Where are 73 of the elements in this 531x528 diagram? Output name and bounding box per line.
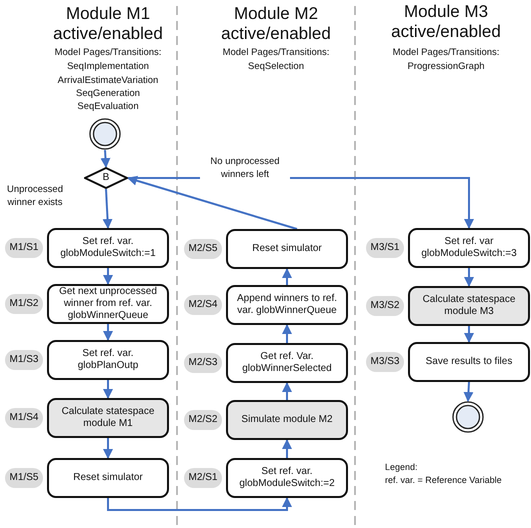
lane-heading: Module M1 active/enabled	[52, 4, 164, 44]
process-box	[47, 340, 169, 380]
step-text: Get ref. Var. globWinnerSelected	[241, 351, 333, 375]
lane-note: ArrivalEstimateVariation	[56, 74, 160, 87]
step-text: Save results to files	[424, 356, 514, 368]
step-text: Set ref. var globModuleSwitch:=3	[420, 236, 518, 260]
terminal-circle	[89, 118, 121, 150]
legend-text: ref. var. = Reference Variable	[385, 474, 502, 487]
legend-text: Legend:	[385, 461, 418, 474]
step-tag: M1/S2	[5, 294, 43, 314]
step-text: Calculate statespace module M3	[422, 294, 516, 318]
lane-note: SeqImplementation	[66, 60, 150, 73]
process-box	[226, 458, 348, 498]
arrow	[103, 268, 113, 285]
lane-note: Model Pages/Transitions:	[392, 46, 500, 59]
step-tag: M1/S5	[5, 468, 43, 488]
step-tag: M1/S3	[5, 350, 43, 370]
arrow	[103, 324, 113, 341]
step-text: Calculate statespace module M1	[60, 406, 156, 430]
step-tag: M3/S3	[366, 352, 404, 372]
step-tag: M3/S1	[366, 238, 404, 258]
arrow	[282, 268, 292, 285]
arrow	[103, 438, 113, 459]
lane-heading: Module M2 active/enabled	[220, 4, 332, 44]
arrow	[107, 497, 292, 511]
arrow	[282, 439, 292, 458]
step-text: Reset simulator	[72, 472, 144, 484]
step-text: Set ref. var. globPlanOutp	[76, 348, 140, 372]
process-box	[226, 343, 348, 383]
step-tag: M2/S5	[184, 239, 222, 259]
process-box	[47, 228, 169, 268]
process-box	[408, 228, 530, 268]
lane-note: SeqEvaluation	[76, 100, 140, 113]
step-tag: M1/S4	[5, 408, 43, 428]
step-tag: M2/S2	[184, 410, 222, 430]
process-box	[47, 458, 169, 498]
step-text: Get next unprocessed winner from ref. var. globWinnerQueue	[58, 286, 158, 322]
step-text: Simulate module M2	[240, 414, 334, 426]
step-tag: M3/S2	[366, 296, 404, 316]
arrow	[282, 382, 292, 400]
process-box	[408, 286, 530, 326]
step-text: Reset simulator	[251, 243, 323, 255]
arrow	[463, 382, 474, 402]
terminal-circle	[452, 401, 484, 433]
lane-note: Model Pages/Transitions:	[54, 46, 162, 59]
lane-note: SeqSelection	[247, 60, 305, 73]
process-box	[47, 284, 169, 324]
process-box	[408, 342, 530, 382]
arrow	[464, 268, 474, 287]
process-box	[226, 285, 348, 325]
lane-note: Model Pages/Transitions:	[222, 46, 330, 59]
step-text: Append winners to ref. var. globWinnerQueue	[236, 293, 338, 317]
step-tag: M2/S1	[184, 468, 222, 488]
arrow	[127, 176, 298, 230]
step-text: Set ref. var. globModuleSwitch:=1	[59, 236, 157, 260]
arrow	[282, 324, 292, 343]
decision-diamond	[84, 167, 128, 189]
arrow	[464, 326, 474, 343]
lane-note: ProgressionGraph	[406, 60, 486, 73]
process-box	[226, 400, 348, 440]
process-box	[47, 398, 169, 438]
decision-label: B	[102, 172, 110, 184]
arrow	[102, 188, 113, 229]
step-tag: M2/S3	[184, 353, 222, 373]
step-tag: M2/S4	[184, 295, 222, 315]
arrow	[103, 380, 113, 399]
process-box	[226, 229, 348, 269]
lane-note: SeqGeneration	[75, 87, 141, 100]
arrow	[100, 150, 110, 168]
edge-label: No unprocessed winners left	[200, 155, 290, 181]
lane-heading: Module M3 active/enabled	[390, 2, 502, 42]
step-text: Set ref. var. globModuleSwitch:=2	[238, 466, 336, 490]
step-tag: M1/S1	[5, 238, 43, 258]
